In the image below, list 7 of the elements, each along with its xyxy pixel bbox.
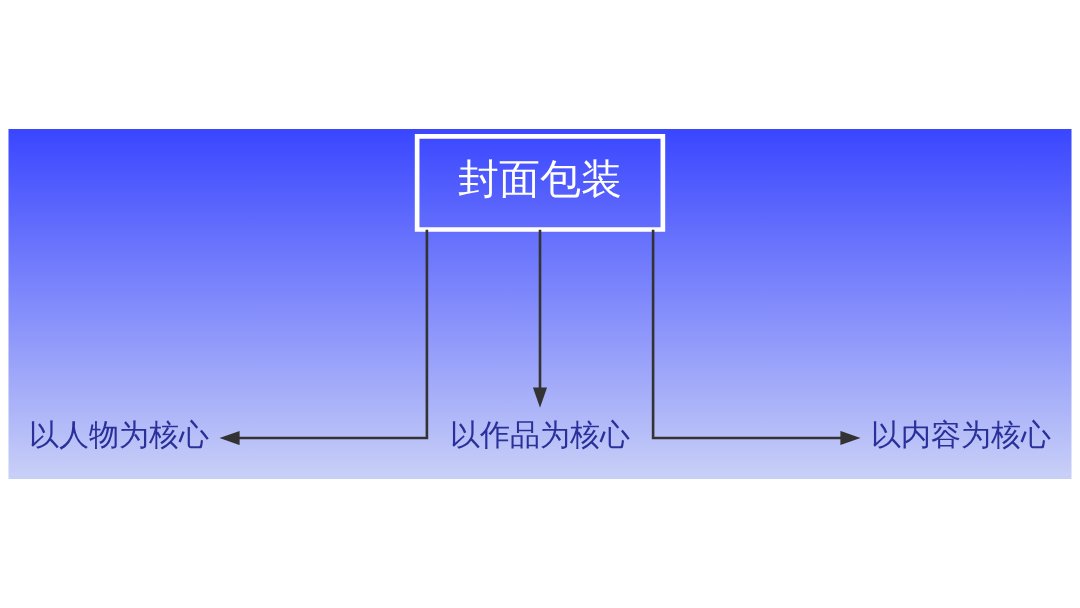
node-text: 以作品为核心 bbox=[450, 418, 630, 452]
node-box: 封面包装 bbox=[414, 134, 666, 232]
arrow bbox=[651, 229, 861, 446]
arrow bbox=[219, 229, 429, 446]
node-text: 以内容为核心 bbox=[870, 418, 1051, 452]
node-text: 以人物为核心 bbox=[29, 418, 210, 452]
arrow bbox=[532, 229, 548, 408]
